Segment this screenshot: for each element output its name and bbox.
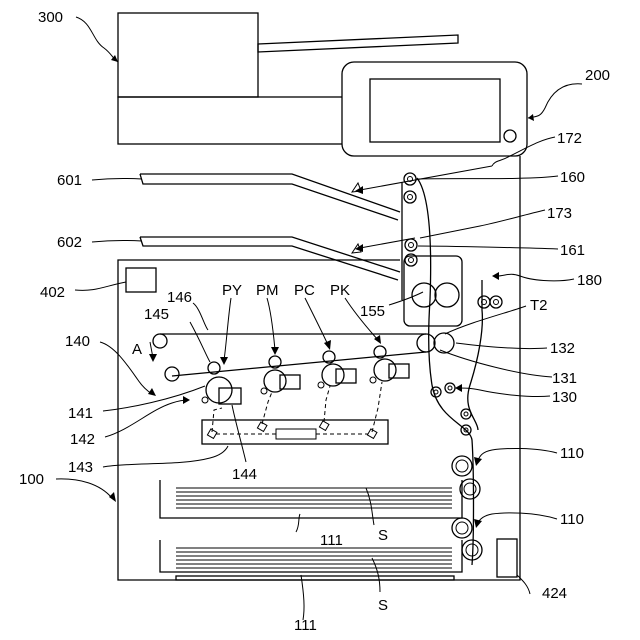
paper-tray-upper [160, 480, 462, 518]
label-140: 140 [65, 333, 90, 350]
label-130: 130 [552, 389, 577, 406]
component-424 [497, 539, 517, 577]
label-145: 145 [144, 306, 169, 323]
label-161: 161 [560, 242, 585, 259]
image-unit-pk [370, 346, 409, 383]
rollers-161 [405, 239, 417, 266]
image-unit-pm [261, 356, 300, 394]
label-160: 160 [560, 169, 585, 186]
label-142: 142 [70, 431, 95, 448]
label-111-upper: 111 [320, 532, 343, 549]
label-143: 143 [68, 459, 93, 476]
rollers-160 [404, 173, 416, 203]
image-unit-pc [318, 351, 356, 388]
label-180: 180 [577, 272, 602, 289]
label-424: 424 [542, 585, 567, 602]
label-t2: T2 [530, 297, 548, 314]
label-144: 144 [232, 466, 257, 483]
output-tray-602 [140, 237, 400, 280]
label-173: 173 [547, 205, 572, 222]
label-pc: PC [294, 282, 315, 299]
paper-tray-lower [160, 540, 462, 580]
label-172: 172 [557, 130, 582, 147]
label-110-upper: 110 [560, 445, 584, 462]
label-110-lower: 110 [560, 511, 584, 528]
rollers-130 [431, 383, 471, 435]
label-s-lower: S [378, 597, 388, 614]
label-146: 146 [167, 289, 192, 306]
operation-panel [342, 62, 527, 156]
label-200: 200 [585, 67, 610, 84]
paper-path [402, 178, 482, 565]
label-100: 100 [19, 471, 44, 488]
exposure-unit [202, 382, 388, 444]
label-s-upper: S [378, 527, 388, 544]
output-tray-601 [140, 174, 400, 220]
label-pm: PM [256, 282, 279, 299]
label-141: 141 [68, 405, 93, 422]
label-py: PY [222, 282, 242, 299]
label-a: A [132, 341, 142, 358]
fixing-unit [404, 256, 462, 326]
label-155: 155 [360, 303, 385, 320]
label-602: 602 [57, 234, 82, 251]
label-402: 402 [40, 284, 65, 301]
label-300: 300 [38, 9, 63, 26]
label-132: 132 [550, 340, 575, 357]
component-402 [126, 268, 156, 292]
label-601: 601 [57, 172, 82, 189]
label-pk: PK [330, 282, 350, 299]
main-body [118, 156, 520, 580]
label-131: 131 [552, 370, 577, 387]
label-111-lower: 111 [294, 617, 317, 634]
image-unit-py [202, 362, 241, 404]
